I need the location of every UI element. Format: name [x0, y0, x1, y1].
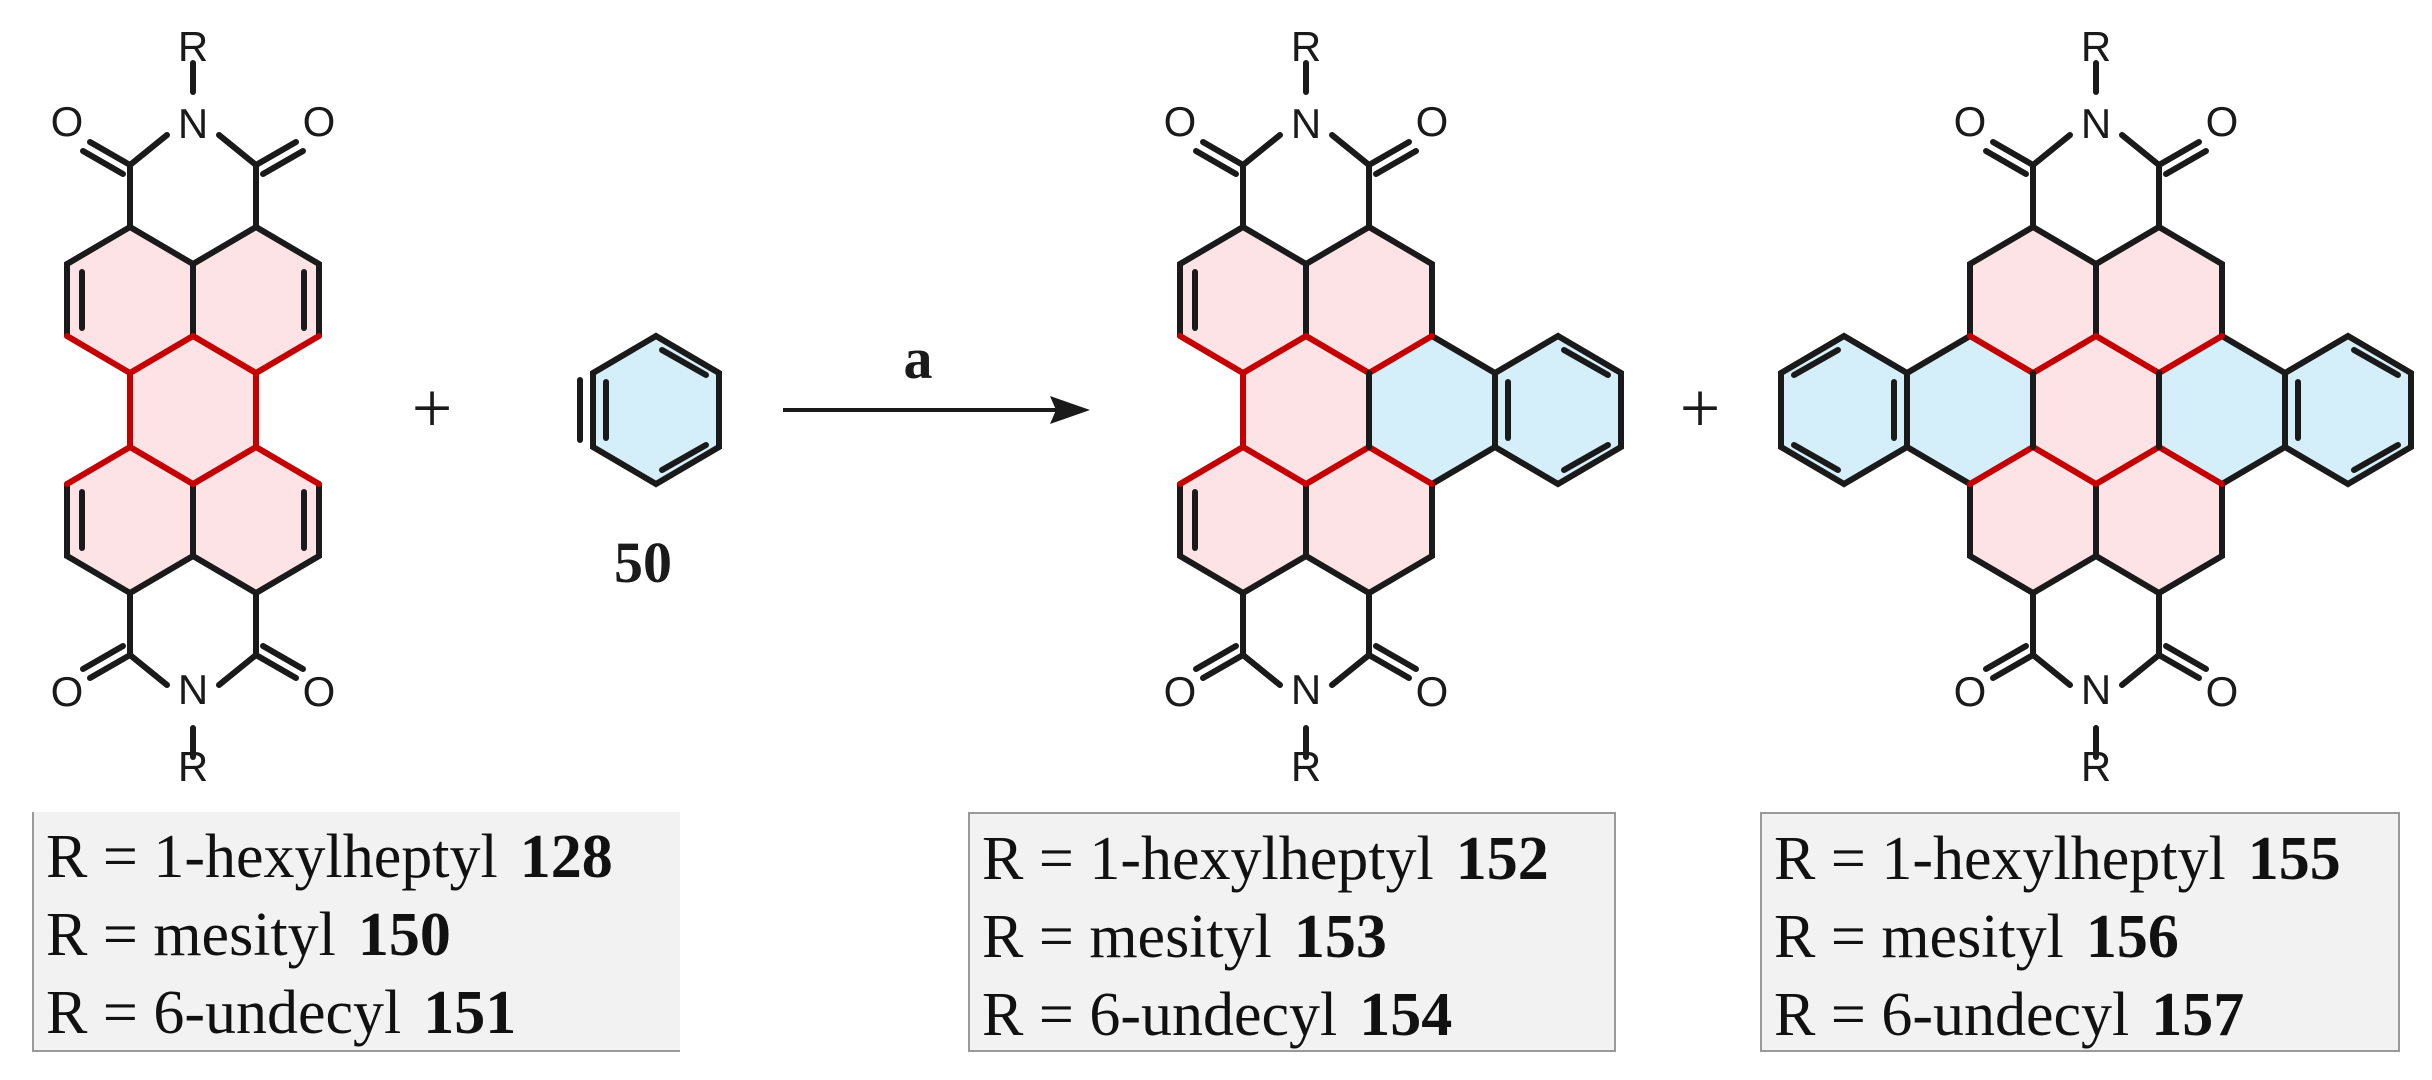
atom-R: R: [1291, 743, 1321, 790]
compound-number: 151: [423, 979, 517, 1047]
atom-O: O: [51, 98, 84, 145]
compound-number: 152: [1455, 825, 1549, 893]
atom-R: R: [2081, 23, 2111, 70]
compound-number: 153: [1293, 903, 1387, 971]
atom-R: R: [1291, 23, 1321, 70]
atom-O: O: [1416, 668, 1449, 715]
atom-O: O: [303, 668, 336, 715]
compound-number: 128: [519, 823, 613, 891]
atom-O: O: [1164, 668, 1197, 715]
compound-number: 155: [2247, 825, 2341, 893]
reaction-scheme: N O O R N O O R + 50 a: [51, 23, 2414, 790]
reaction-arrow: [783, 396, 1090, 424]
perylene-diimide-structure: N O O R N O O R: [51, 23, 336, 790]
atom-N: N: [1291, 100, 1321, 147]
reagent-label: 50: [614, 530, 672, 595]
atom-R: R: [178, 743, 208, 790]
compound-number: 157: [2151, 981, 2245, 1049]
atom-O: O: [2206, 98, 2239, 145]
atom-R: R: [178, 23, 208, 70]
atom-O: O: [2206, 668, 2239, 715]
dibenzo-product-structure: N O O R N O O R: [1778, 23, 2414, 790]
atom-O: O: [1164, 98, 1197, 145]
monobenzo-product-structure: N O O R N O O R: [1164, 23, 1624, 790]
atom-O: O: [1954, 668, 1987, 715]
arrow-label: a: [904, 326, 933, 391]
plus-sign: +: [1680, 368, 1721, 448]
atom-O: O: [51, 668, 84, 715]
benzyne-structure: [577, 332, 722, 488]
compound-number: 150: [357, 901, 451, 969]
atom-O: O: [1954, 98, 1987, 145]
compound-number: 156: [2085, 903, 2179, 971]
atom-N: N: [2081, 666, 2111, 713]
plus-sign: +: [412, 368, 453, 448]
atom-N: N: [178, 100, 208, 147]
atom-N: N: [178, 666, 208, 713]
atom-O: O: [303, 98, 336, 145]
atom-N: N: [2081, 100, 2111, 147]
atom-O: O: [1416, 98, 1449, 145]
compound-number: 154: [1359, 981, 1453, 1049]
atom-N: N: [1291, 666, 1321, 713]
atom-R: R: [2081, 743, 2111, 790]
